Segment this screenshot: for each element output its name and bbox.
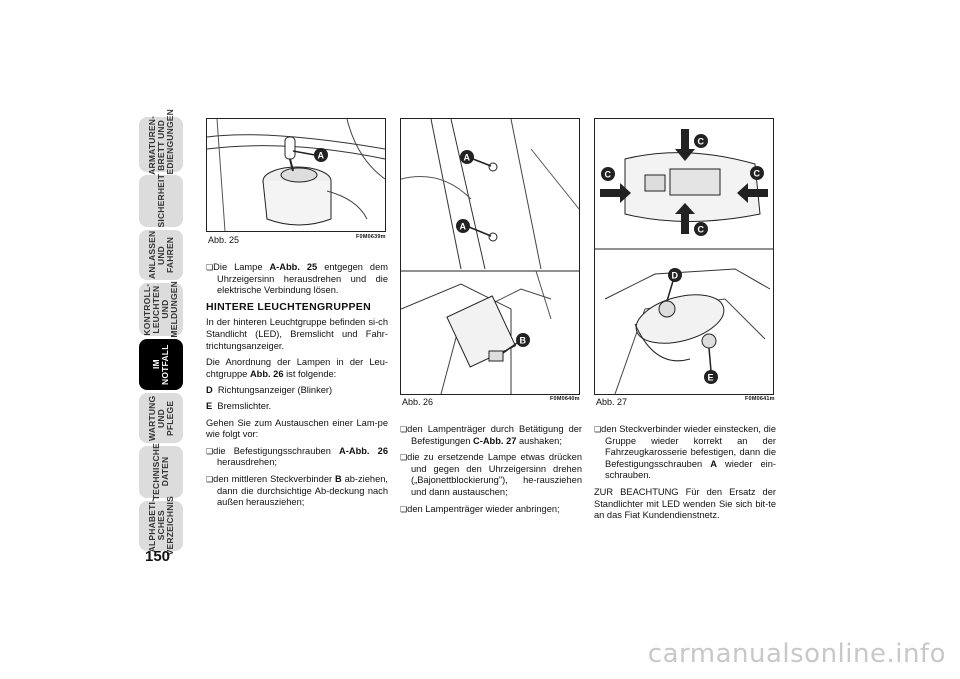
figure-25: A [206,118,386,232]
fig27-code: F0M0641m [745,396,775,402]
page-number: 150 [145,548,171,565]
tab-sicherheit[interactable]: SICHERHEIT [139,174,183,228]
tab-label: ALPHABETI- SCHES VERZEICHNIS [146,496,175,556]
fig26-caption: Abb. 26 [402,397,434,407]
text-column-2: den Lampenträger durch Betätigung der Be… [400,424,582,520]
tab-label: ANLASSEN UND FAHREN [146,230,175,280]
fig27-label-c-bottom: C [698,225,705,235]
fig27-caption: Abb. 27 [596,397,628,407]
fig27-label-c-left: C [605,170,612,180]
fig26-label-b: B [520,336,527,346]
paragraph-intro: In der hinteren Leuchtgruppe befinden si… [206,317,388,351]
bullet-remove-lamp: Die Lampe A-Abb. 25 entgegen dem Uhrzeig… [206,262,388,297]
legend-d: D Richtungsanzeiger (Blinker) [206,385,333,396]
tab-technische-daten[interactable]: TECHNISCHE DATEN [139,443,183,501]
fig25-code: F0M0639m [356,234,386,240]
tab-verzeichnis[interactable]: ALPHABETI- SCHES VERZEICHNIS [139,496,183,556]
bullet-refit-holder: den Lampenträger wieder anbringen; [400,504,582,516]
tab-label: TECHNISCHE DATEN [151,443,170,501]
fig27-label-e: E [708,373,714,383]
legend-e: E Bremslichter. [206,400,272,411]
bullet-screws: die Befestigungsschrauben A-Abb. 26 hera… [206,446,388,469]
tab-label: ARMATUREN- BRETT UND BEDIENGUNGEN [146,108,175,181]
tab-im-notfall[interactable]: IM NOTFALL [139,339,183,390]
bullet-replace-lamp: die zu ersetzende Lampe etwas drücken un… [400,452,582,498]
fig27-label-c-top: C [698,137,705,147]
fig25-illustration: A [207,119,385,231]
watermark: carmanualsonline.info [647,639,946,669]
figure-26: A A B [400,118,580,395]
fig26-illustration: A A B [401,119,579,394]
bullet-reconnect: den Steckverbinder wieder einstecken, di… [594,424,776,482]
text-column-3: den Steckverbinder wieder einstecken, di… [594,424,776,527]
fig26-label-a2: A [460,222,467,232]
tab-label: WARTUNG UND PFLEGE [146,395,175,441]
fig26-label-a1: A [464,153,471,163]
fig27-illustration: C C C C D E [595,129,773,394]
paragraph-procedure: Gehen Sie zum Austauschen einer Lam-pe w… [206,417,388,440]
tab-label: SICHERHEIT [155,174,166,228]
tab-kontrollleuchten[interactable]: KONTROLL- LEUCHTEN UND MELDUNGEN [139,281,183,338]
tab-label: KONTROLL- LEUCHTEN UND MELDUNGEN [142,281,179,338]
fig25-caption: Abb. 25 [208,235,240,245]
bullet-connector: den mittleren Steckverbinder B ab-ziehen… [206,474,388,509]
section-heading: HINTERE LEUCHTENGRUPPEN [206,300,371,313]
tab-armaturenbrett[interactable]: ARMATUREN- BRETT UND BEDIENGUNGEN [139,109,183,180]
fig25-label-a: A [318,151,325,161]
text-column-1: Die Lampe A-Abb. 25 entgegen dem Uhrzeig… [206,262,388,514]
figure-27: C C C C D E [594,118,774,395]
bullet-unhook-holder: den Lampenträger durch Betätigung der Be… [400,424,582,447]
tab-anlassen[interactable]: ANLASSEN UND FAHREN [139,230,183,280]
tab-label: IM NOTFALL [151,344,170,385]
paragraph-arrangement: Die Anordnung der Lampen in der Leu-chtg… [206,357,388,379]
tab-wartung[interactable]: WARTUNG UND PFLEGE [139,393,183,443]
fig26-code: F0M0640m [550,396,580,402]
fig27-label-d: D [672,271,679,281]
paragraph-note: ZUR BEACHTUNG Für den Ersatz der Standli… [594,486,776,521]
fig27-label-c-right: C [754,169,761,179]
